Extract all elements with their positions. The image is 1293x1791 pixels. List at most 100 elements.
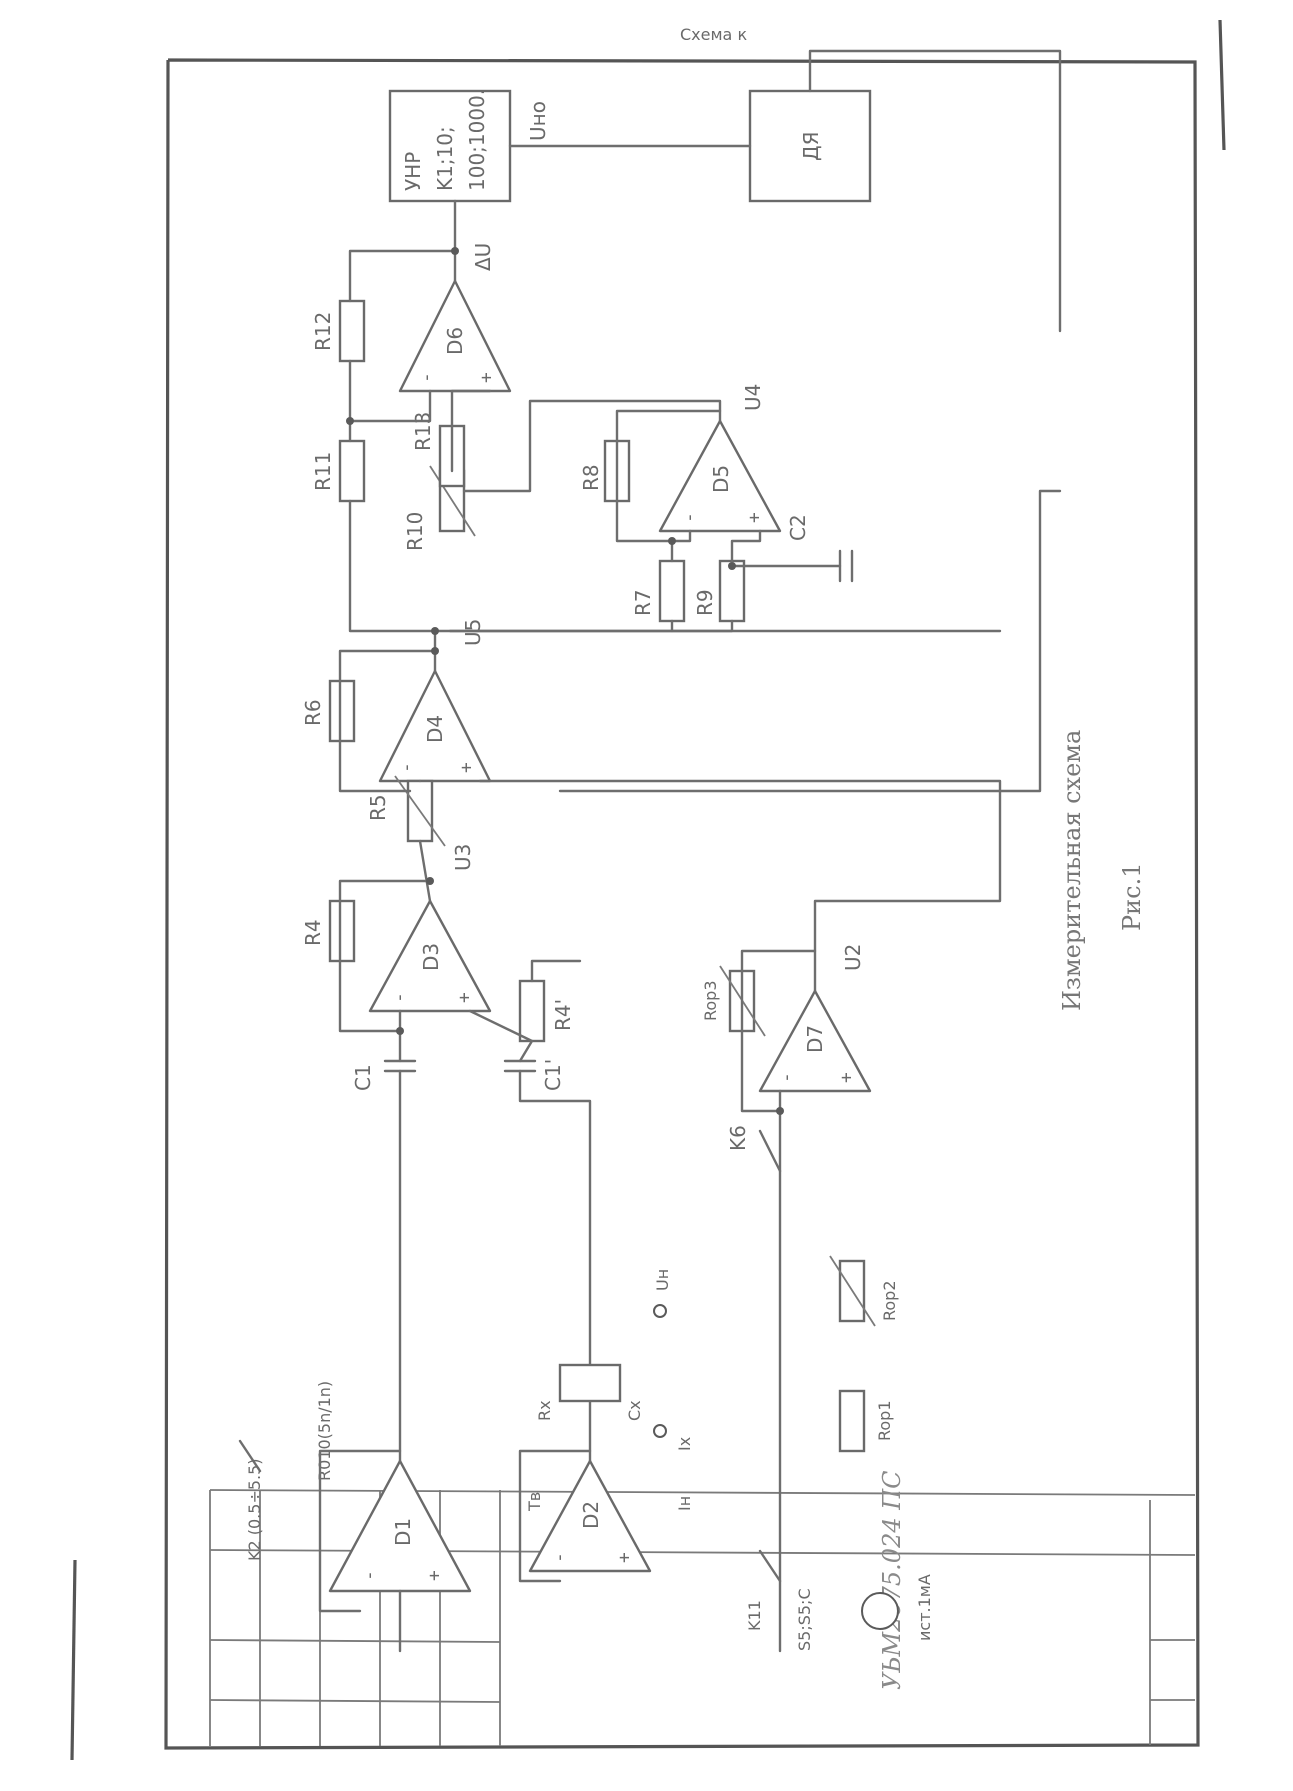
opamp-D7: - + D7 — [758, 989, 872, 1093]
resistor-R13: R13 — [411, 412, 466, 488]
resistor-R010: R010(5n/1n) — [315, 1381, 334, 1481]
junction — [451, 247, 459, 255]
switch-K6: K6 — [726, 1125, 782, 1173]
wire-d3-out — [418, 839, 432, 903]
svg-text:R6: R6 — [301, 699, 325, 726]
resistor-Rop3: Rop3 — [701, 965, 766, 1037]
current-source: ист.1мА — [861, 1574, 934, 1641]
scan-edge-top — [1218, 19, 1226, 151]
svg-text:+: + — [454, 992, 475, 1003]
svg-text:R11: R11 — [311, 452, 335, 491]
capacitor-C2: C2 — [786, 514, 854, 583]
opamp-D1: - + D1 — [328, 1459, 472, 1593]
label-D6: D6 — [443, 327, 467, 355]
drawing-frame — [164, 58, 1200, 1750]
svg-text:Uн: Uн — [653, 1269, 672, 1291]
wire-d5-net-2 — [670, 619, 734, 633]
svg-text:Iх: Iх — [675, 1437, 694, 1451]
capacitor-C1p: C1' — [503, 1059, 565, 1091]
svg-text:R010(5n/1n): R010(5n/1n) — [315, 1381, 334, 1481]
wire-r7-d5 — [670, 529, 692, 563]
label-Uno: Uно — [526, 101, 550, 141]
junction — [431, 647, 439, 655]
wire-d2-fb — [518, 1449, 592, 1583]
label-U2: U2 — [841, 944, 865, 971]
wire-d6-minus — [348, 389, 432, 423]
block-indicator: ДЯ — [748, 89, 872, 203]
wire-dya-return — [808, 49, 1062, 333]
label-D1: D1 — [391, 1518, 415, 1546]
caption: Измерительная схема — [1058, 730, 1086, 1011]
wire-d1-fb — [318, 1449, 402, 1613]
resistor-R9: R9 — [693, 559, 746, 623]
svg-text:+: + — [836, 1072, 857, 1083]
svg-text:+: + — [614, 1552, 635, 1563]
switch-K2: K2 (0.5÷5.5) — [238, 1439, 264, 1561]
wire-r4p-gnd — [530, 959, 582, 983]
svg-text:K11: K11 — [745, 1600, 764, 1631]
wire-d5-out — [462, 399, 722, 493]
junction — [776, 1107, 784, 1115]
junction — [668, 537, 676, 545]
svg-text:S5;S5;C: S5;S5;C — [795, 1588, 814, 1651]
label-D3: D3 — [419, 943, 443, 971]
document-code: УЬМ2675.024 ПС — [878, 1470, 906, 1690]
scan-edge-bottom — [70, 1559, 77, 1761]
junction — [426, 877, 434, 885]
svg-text:+: + — [424, 1570, 445, 1581]
svg-text:-: - — [549, 1552, 570, 1563]
opamp-D5: - + D5 — [658, 419, 782, 533]
svg-text:Rop2: Rop2 — [880, 1280, 899, 1321]
svg-text:-: - — [679, 512, 700, 523]
resistor-R5: R5 — [366, 775, 446, 847]
wire-d7-fb — [740, 949, 817, 1113]
wire-feedback-long — [558, 489, 1062, 793]
wire-c1p-to-d3 — [468, 1009, 534, 1063]
label-U5: U5 — [461, 619, 485, 646]
svg-text:R12: R12 — [311, 312, 335, 351]
wire-r9-d5 — [730, 529, 762, 563]
label-U4: U4 — [741, 384, 765, 411]
opamp-D6: - + D6 — [398, 279, 512, 393]
svg-text:Cx: Cx — [625, 1400, 644, 1421]
capacitor-C1: C1 — [351, 1059, 417, 1091]
svg-text:R13: R13 — [411, 412, 435, 451]
svg-text:K1;10;: K1;10; — [433, 126, 457, 191]
svg-text:R10: R10 — [403, 512, 427, 551]
svg-text:R4': R4' — [551, 999, 575, 1031]
label-D2: D2 — [579, 1501, 603, 1529]
opamp-D2: - + D2 — [528, 1459, 652, 1573]
opamp-D3: - + D3 — [368, 899, 492, 1013]
svg-text:-: - — [416, 372, 437, 383]
opamp-D4: - + D4 — [378, 669, 492, 783]
label-D7: D7 — [803, 1025, 827, 1053]
resistor-R4: R4 — [301, 899, 356, 963]
label-D4: D4 — [423, 715, 447, 743]
resistor-R7: R7 — [631, 559, 686, 623]
svg-text:C2: C2 — [786, 514, 810, 541]
junction — [431, 627, 439, 635]
wire-d5-fb — [615, 409, 722, 543]
junction — [728, 562, 736, 570]
wire-d6-fb — [348, 249, 457, 303]
svg-text:R8: R8 — [579, 464, 603, 491]
svg-text:Rop3: Rop3 — [701, 980, 720, 1021]
test-object: Rx Cx Uн Iх Iн Tв — [525, 1269, 694, 1512]
block-amplifier: УНР K1;10; 100;1000. Uно — [388, 89, 550, 203]
resistor-R4p: R4' — [518, 979, 575, 1043]
junction — [346, 417, 354, 425]
svg-text:Iн: Iн — [675, 1496, 694, 1511]
svg-text:-: - — [396, 762, 417, 773]
svg-text:R7: R7 — [631, 589, 655, 616]
resistor-Rop2: Rop2 — [829, 1255, 899, 1327]
svg-text:+: + — [744, 512, 765, 523]
resistor-R11: R11 — [311, 439, 366, 503]
junction — [396, 1027, 404, 1035]
svg-text:УНР: УНР — [401, 152, 425, 191]
svg-text:Tв: Tв — [525, 1492, 544, 1512]
wire-d7-out — [478, 779, 1002, 993]
resistor-R8: R8 — [579, 439, 631, 503]
wire-d4-fb — [338, 649, 437, 793]
svg-text:ист.1мА: ист.1мА — [915, 1574, 934, 1641]
